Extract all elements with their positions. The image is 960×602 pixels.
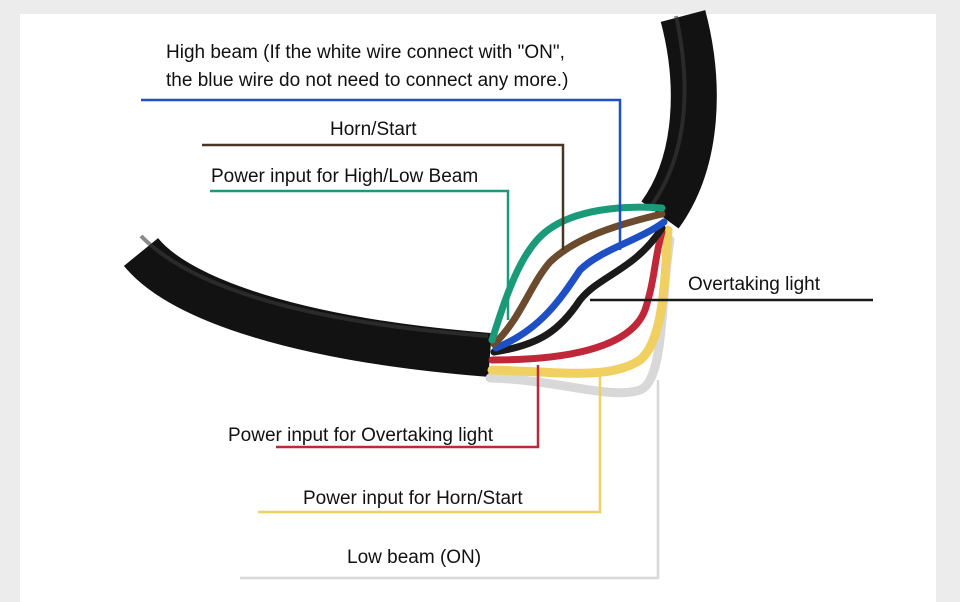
leader-power-overtaking	[276, 365, 540, 449]
leader-lines	[141, 98, 873, 580]
wire-black	[490, 224, 666, 356]
leader-power-horn	[258, 375, 602, 514]
label-low-beam: Low beam (ON)	[347, 547, 481, 568]
background-panel	[20, 14, 936, 602]
wire-blue	[492, 218, 668, 352]
leader-high-beam	[141, 98, 622, 250]
cable-icon	[123, 10, 717, 377]
label-overtaking: Overtaking light	[688, 274, 821, 295]
label-power-horn: Power input for Horn/Start	[303, 488, 523, 509]
label-horn-start: Horn/Start	[330, 119, 417, 140]
wire-bundle	[485, 203, 675, 398]
wire-red	[488, 228, 666, 364]
label-high-beam-line2: the blue wire do not need to connect any…	[166, 70, 568, 91]
leader-low-beam	[240, 380, 660, 580]
label-power-beam: Power input for High/Low Beam	[211, 166, 478, 187]
label-power-overtaking: Power input for Overtaking light	[228, 425, 494, 446]
label-high-beam-line1: High beam (If the white wire connect wit…	[166, 42, 565, 63]
wire-brown	[490, 210, 666, 348]
wire-green	[488, 203, 666, 344]
leader-horn-start	[202, 143, 565, 250]
wire-yellow	[487, 225, 673, 378]
leader-power-beam	[210, 189, 510, 320]
